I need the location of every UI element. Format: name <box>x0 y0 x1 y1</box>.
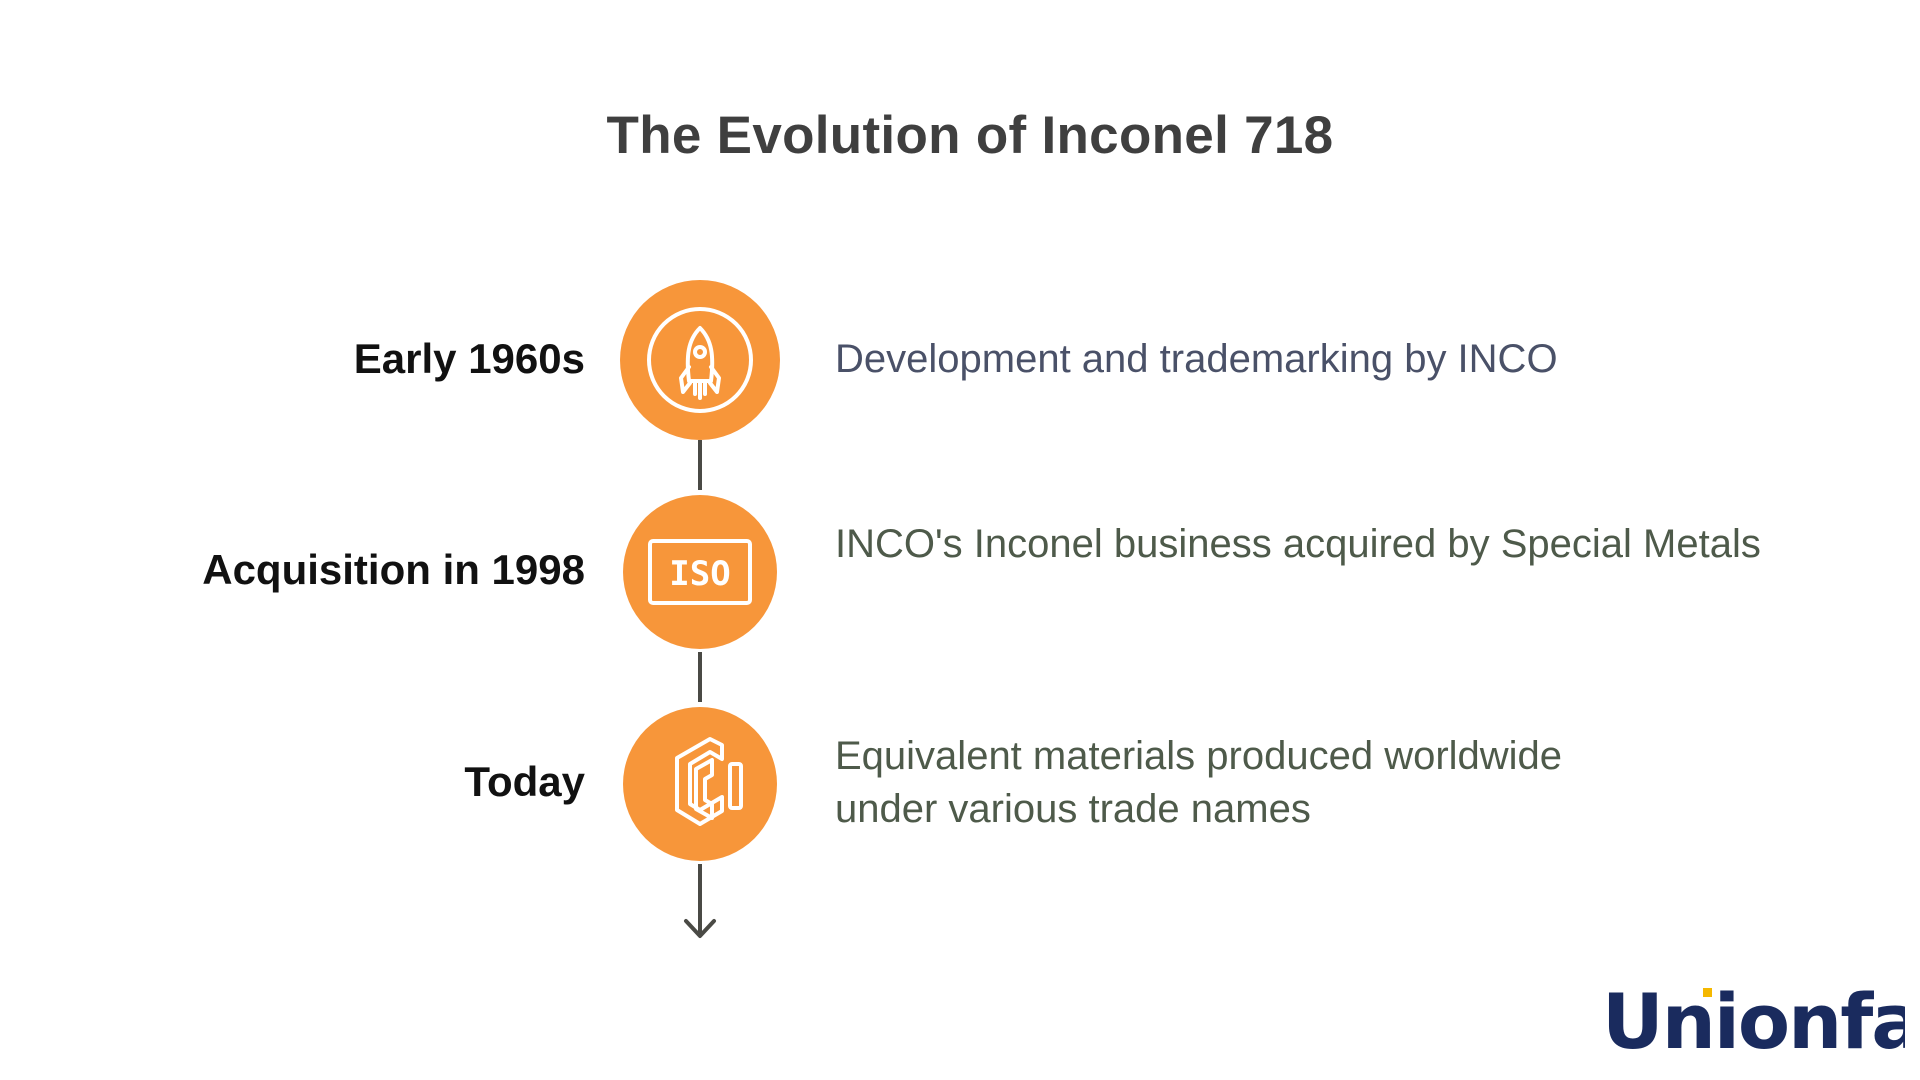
arrow-down-icon <box>684 919 716 938</box>
timeline-node-3 <box>623 707 777 861</box>
iso-icon-text: ISO <box>669 554 730 594</box>
stage-description-1: Development and trademarking by INCO <box>835 337 1558 381</box>
timeline-node-2: ISO <box>623 495 777 649</box>
rocket-icon <box>647 307 753 413</box>
timeline-node-1 <box>620 280 780 440</box>
stage-label-early-1960s: Early 1960s <box>353 335 585 382</box>
stage-description-3: Equivalent materials produced worldwide … <box>835 734 1563 831</box>
logo-accent-mark <box>1703 988 1712 997</box>
logo-text: Unionfab <box>1602 977 1905 1065</box>
hexagon-ci-icon <box>675 737 743 826</box>
iso-icon: ISO <box>648 539 752 605</box>
stage-label-today: Today <box>464 758 585 805</box>
page-title: The Evolution of Inconel 718 <box>606 106 1334 165</box>
stage-description-2: INCO's Inconel business acquired by Spec… <box>835 522 1761 566</box>
unionfab-logo: Unionfab <box>1602 977 1905 1065</box>
stage-label-acquisition-1998: Acquisition in 1998 <box>202 546 585 593</box>
